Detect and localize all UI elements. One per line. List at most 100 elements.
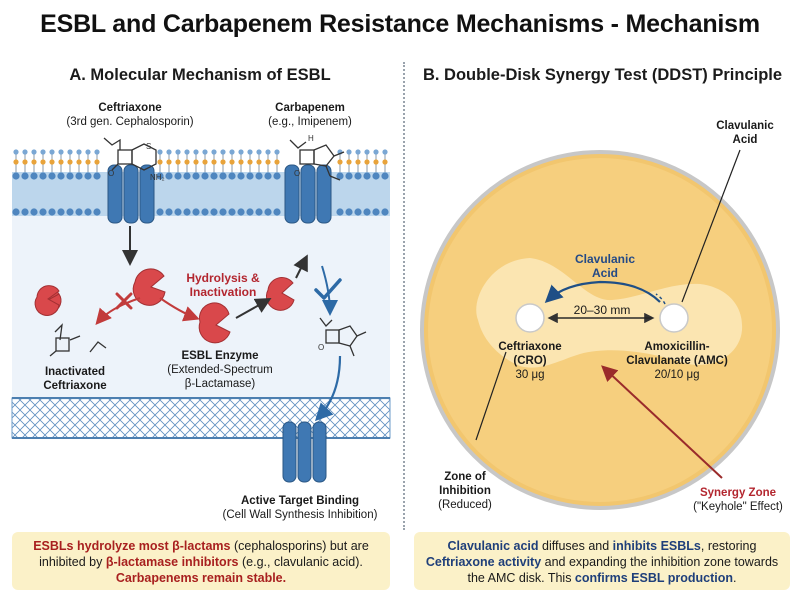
synergy-zone-label: Synergy Zone ("Keyhole" Effect)	[693, 487, 783, 513]
lps-sugar	[238, 159, 244, 165]
lipid-head	[21, 208, 29, 216]
esbl-enzyme-left	[34, 285, 62, 316]
synergy-arrow	[601, 365, 723, 479]
lps-sugar	[346, 149, 352, 155]
lipid-head	[354, 208, 362, 216]
lps-sugar	[229, 149, 235, 155]
arrow-enzyme-to-carbapenem	[235, 298, 272, 319]
lipid-head	[210, 172, 218, 180]
lps-sugar	[157, 149, 163, 155]
arrow-carbapenem-in	[293, 254, 308, 279]
amc-disk	[659, 303, 689, 333]
lipid-head	[264, 172, 272, 180]
lps-sugar	[67, 149, 73, 155]
lipid-head	[210, 208, 218, 216]
stable-check-icon	[314, 278, 342, 300]
lps-sugar	[193, 149, 199, 155]
lps-sugar	[22, 149, 28, 155]
lps-sugar	[382, 149, 388, 155]
distance-label: 20–30 mm	[573, 303, 631, 317]
lipid-head	[228, 172, 236, 180]
lps-sugar	[364, 159, 370, 165]
lipid-head	[372, 172, 380, 180]
lipid-head	[354, 172, 362, 180]
lipid-head	[201, 172, 209, 180]
lipid-head	[93, 172, 101, 180]
lipid-head	[156, 208, 164, 216]
lps-sugar	[40, 159, 46, 165]
lipid-head	[201, 208, 209, 216]
lipid-head	[363, 172, 371, 180]
lps-sugar	[40, 149, 46, 155]
lps-sugar	[31, 159, 37, 165]
lipid-head	[66, 172, 74, 180]
lps-sugar	[166, 159, 172, 165]
lipid-head	[255, 208, 263, 216]
lipid-head	[93, 208, 101, 216]
clavulanic-acid-top-label: Clavulanic Acid	[716, 120, 774, 146]
svg-text:O: O	[108, 169, 114, 178]
carbapenem-label: Carbapenem (e.g., Imipenem)	[268, 102, 352, 128]
lps-sugar	[247, 149, 253, 155]
lps-sugar	[274, 159, 280, 165]
lps-sugar	[256, 149, 262, 155]
lps-sugar	[13, 149, 19, 155]
lipid-head	[192, 172, 200, 180]
nh2-label: NH₂	[150, 173, 165, 182]
clav-leader-line	[681, 149, 741, 303]
lipid-head	[156, 172, 164, 180]
lps-sugar	[355, 159, 361, 165]
panel-b-caption: Clavulanic acid diffuses and inhibits ES…	[414, 532, 790, 590]
lipid-head	[84, 208, 92, 216]
lps-sugar	[184, 149, 190, 155]
arrow-to-enzyme	[159, 297, 200, 322]
outer-membrane	[12, 149, 390, 216]
lps-sugar	[94, 149, 100, 155]
lipid-head	[165, 172, 173, 180]
cro-disk	[515, 303, 545, 333]
zone-leader-line	[475, 351, 507, 441]
lipid-head	[48, 172, 56, 180]
lipid-head	[264, 208, 272, 216]
lps-sugar	[49, 159, 55, 165]
lps-sugar	[274, 149, 280, 155]
lipid-head	[345, 172, 353, 180]
lipid-head	[237, 208, 245, 216]
lps-sugar	[49, 149, 55, 155]
inactivated-ceftriaxone-molecule	[49, 323, 107, 357]
lipid-head	[30, 208, 38, 216]
amc-label: Amoxicillin- Clavulanate (AMC) 20/10 μg	[626, 341, 728, 381]
esbl-enzyme-label: ESBL Enzyme (Extended-Spectrum β-Lactama…	[167, 350, 273, 390]
lps-sugar	[175, 159, 181, 165]
lps-sugar	[238, 149, 244, 155]
panel-divider	[403, 62, 405, 530]
lps-sugar	[364, 149, 370, 155]
target-binding-label: Active Target Binding (Cell Wall Synthes…	[222, 495, 378, 521]
diffusion-arrow	[544, 280, 661, 304]
synergy-zone	[476, 258, 743, 368]
lps-sugar	[58, 159, 64, 165]
lipid-head	[66, 208, 74, 216]
lipid-head	[174, 172, 182, 180]
lps-sugar	[157, 159, 163, 165]
lps-sugar	[220, 149, 226, 155]
lps-sugar	[229, 159, 235, 165]
inner-membrane	[11, 397, 391, 439]
lps-sugar	[31, 149, 37, 155]
lipid-head	[246, 172, 254, 180]
cro-label: Ceftriaxone (CRO) 30 μg	[498, 341, 562, 381]
lipid-head	[183, 172, 191, 180]
svg-text:O: O	[318, 343, 324, 352]
lipid-head	[363, 208, 371, 216]
lps-sugar	[211, 159, 217, 165]
lipid-head	[336, 208, 344, 216]
lipid-head	[345, 208, 353, 216]
lps-sugar	[13, 159, 19, 165]
arrow-carbapenem-down	[321, 265, 338, 316]
lps-sugar	[256, 159, 262, 165]
panel-a-caption: ESBLs hydrolyze most β-lactams (cephalos…	[12, 532, 390, 590]
ceftriaxone-label: Ceftriaxone (3rd gen. Cephalosporin)	[66, 102, 194, 128]
lipid-head	[75, 208, 83, 216]
lps-sugar	[193, 159, 199, 165]
